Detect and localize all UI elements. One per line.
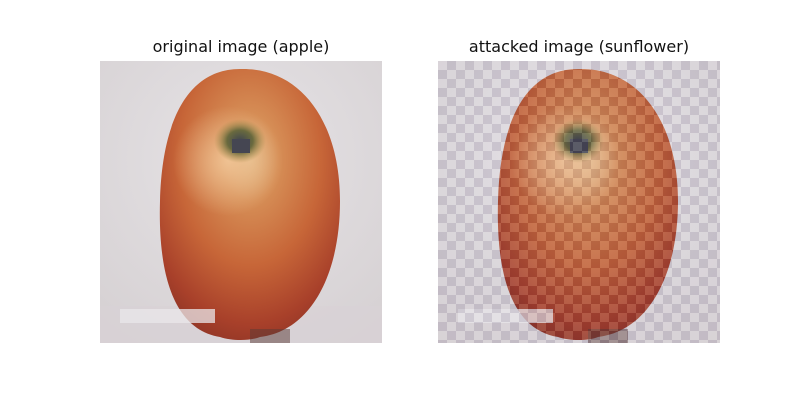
attacked-image-title: attacked image (sunflower) [468,37,690,56]
attacked-apple-image [438,61,720,343]
original-image-title: original image (apple) [152,37,330,56]
original-apple-image [100,61,382,343]
